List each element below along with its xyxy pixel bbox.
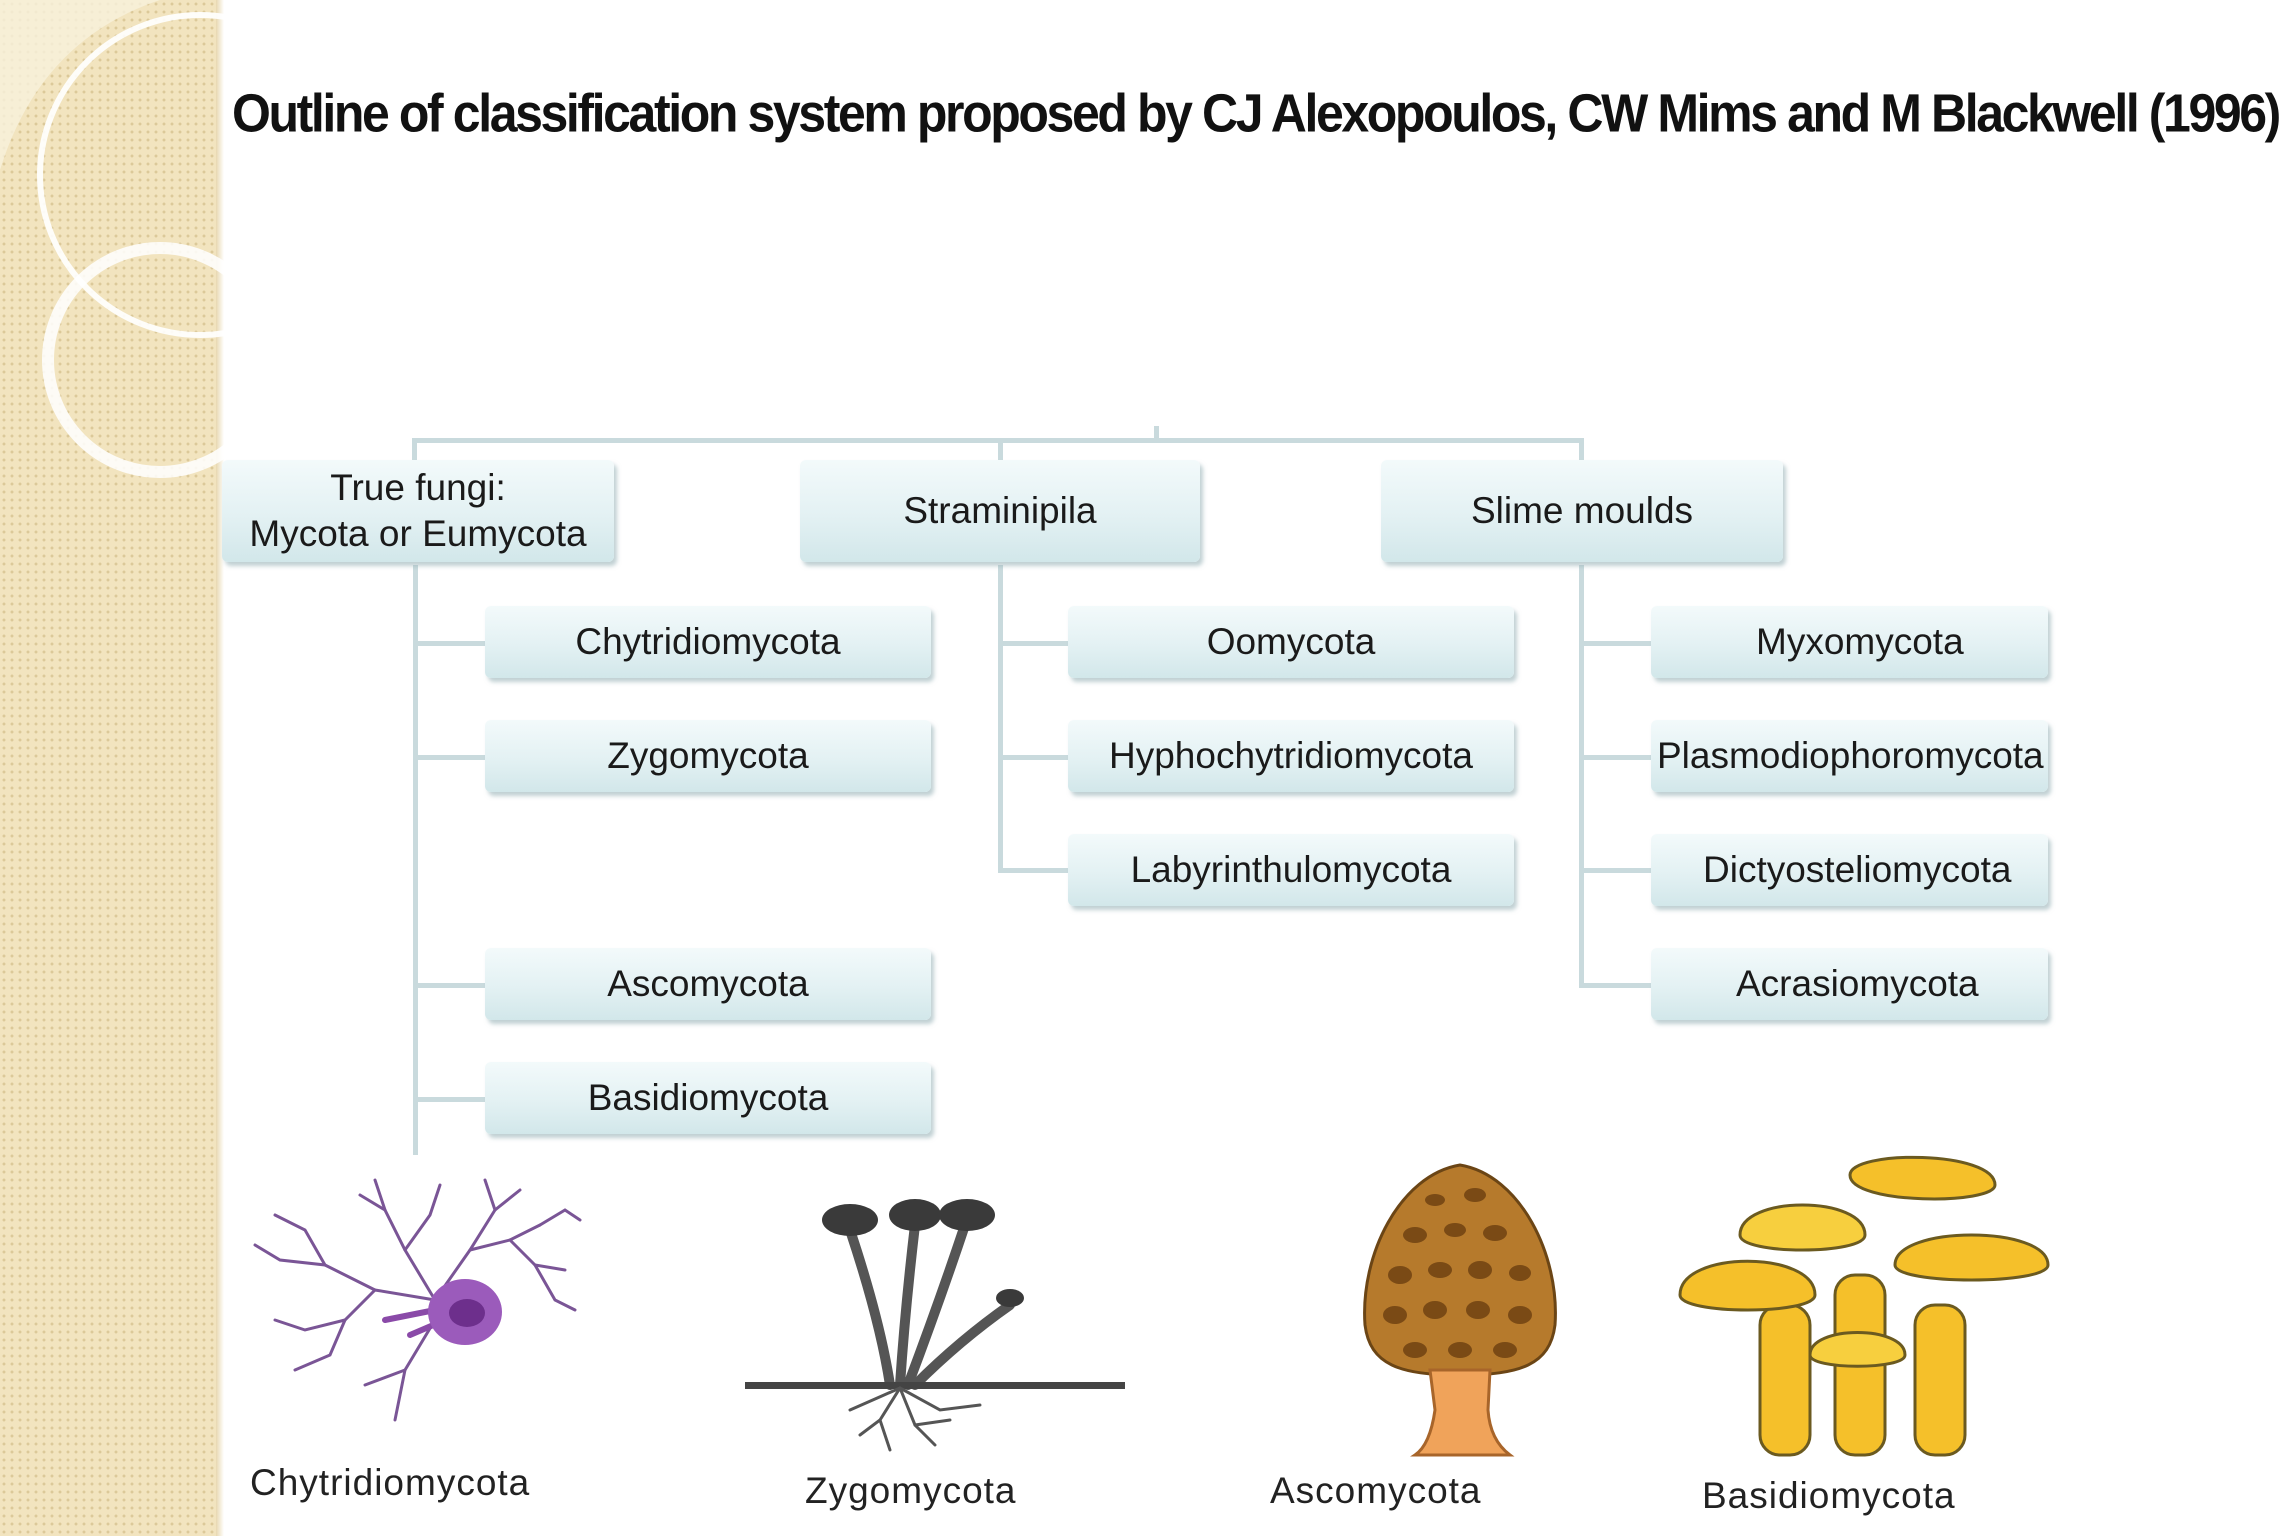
node-slime-moulds: Slime moulds [1381,460,1783,562]
node-zygomycota: Zygomycota [485,720,931,792]
branch [998,641,1068,646]
node-true-fungi-line1: True fungi: [330,467,506,508]
node-labyrinthulomycota: Labyrinthulomycota [1068,834,1514,906]
decorative-circles [0,0,363,478]
branch [413,983,485,988]
branch [998,868,1068,873]
chytrid-illustration [253,1178,582,1422]
branch [413,1097,485,1102]
node-hyphochytridiomycota: Hyphochytridiomycota [1068,720,1514,792]
caption-zygomycota: Zygomycota [805,1470,1017,1511]
branch [413,641,485,646]
node-acrasiomycota: Acrasiomycota [1651,948,2048,1020]
root-stub [1154,426,1159,440]
sidebar-edge [216,0,224,1536]
node-plasmodiophoromycota: Plasmodiophoromycota [1651,720,2048,792]
zygomycete-illustration [745,1199,1125,1452]
connector-true-fungi [412,438,417,462]
node-basidiomycota: Basidiomycota [485,1062,931,1134]
branch [1579,641,1651,646]
node-straminipila: Straminipila [800,460,1200,562]
caption-ascomycota: Ascomycota [1270,1470,1482,1511]
node-ascomycota: Ascomycota [485,948,931,1020]
branch [1579,983,1651,988]
branch [1579,755,1651,760]
slide-title: Outline of classification system propose… [232,83,2279,144]
node-true-fungi-line2: Mycota or Eumycota [249,513,587,554]
branch [413,755,485,760]
spine-slime-moulds [1579,565,1584,988]
caption-chytridiomycota: Chytridiomycota [250,1462,531,1503]
spine-straminipila [998,565,1003,871]
caption-basidiomycota: Basidiomycota [1702,1475,1956,1516]
node-oomycota: Oomycota [1068,606,1514,678]
connector-straminipila [998,438,1003,462]
classification-tree: True fungi: Mycota or Eumycota Straminip… [222,426,2048,1155]
node-chytridiomycota: Chytridiomycota [485,606,931,678]
morel-illustration [1363,1163,1557,1457]
branch [1579,868,1651,873]
node-myxomycota: Myxomycota [1651,606,2048,678]
branch [998,755,1068,760]
basidiomycete-illustration [1678,1155,2050,1457]
connector-slime-moulds [1579,438,1584,462]
node-dictyosteliomycota: Dictyosteliomycota [1651,834,2048,906]
spine-true-fungi [413,565,418,1155]
node-true-fungi: True fungi: Mycota or Eumycota [222,460,614,562]
